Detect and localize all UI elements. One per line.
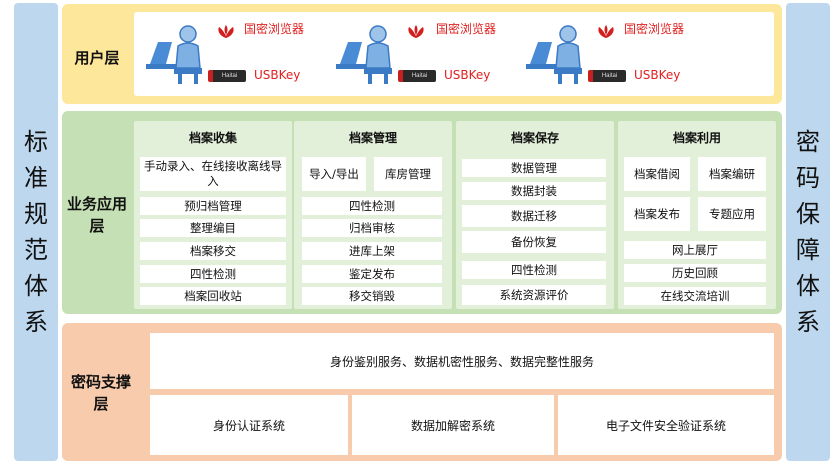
user-layer-title: 用户层 (74, 49, 120, 67)
user-at-computer-icon (146, 25, 202, 84)
panel-archive-management: 档案管理 导入/导出 库房管理 四性检测 归档审核 进库上架 鉴定发布 移交销毁 (294, 121, 452, 309)
pillar-char: 体 (796, 272, 820, 300)
module-import-export: 导入/导出 (302, 157, 366, 191)
module-data-migration: 数据迁移 (462, 205, 606, 227)
user-layer-content: 国密浏览器 Haitai USBKey 国密浏览器 Haitai USBKey (134, 12, 774, 96)
module-four-property-check: 四性检测 (140, 265, 286, 283)
module-manual-entry: 手动录入、在线接收离线导入 (140, 157, 286, 191)
user-at-computer-icon (526, 25, 582, 84)
pillar-char: 范 (24, 236, 48, 264)
usbkey-label: USBKey (444, 68, 491, 82)
module-cataloguing: 整理编目 (140, 219, 286, 237)
crypto-browser-logo-icon (598, 25, 614, 38)
e-document-verification-system: 电子文件安全验证系统 (558, 395, 774, 455)
usbkey-label: USBKey (634, 68, 681, 82)
client-1: 国密浏览器 Haitai USBKey (144, 16, 344, 96)
crypto-services: 身份鉴别服务、数据机密性服务、数据完整性服务 (150, 333, 774, 389)
panel-title: 档案保存 (510, 131, 559, 145)
module-appraisal-release: 鉴定发布 (302, 265, 442, 283)
pillar-char: 规 (24, 200, 48, 228)
identity-auth-system: 身份认证系统 (150, 395, 348, 455)
panel-archive-preservation: 档案保存 数据管理 数据封装 数据迁移 备份恢复 四性检测 系统资源评价 (456, 121, 614, 309)
pillar-char: 准 (24, 164, 48, 192)
panel-title: 档案管理 (348, 131, 397, 145)
browser-label: 国密浏览器 (244, 22, 305, 36)
crypto-assurance-pillar: 密码保障体系 (786, 3, 830, 461)
module-resource-evaluation: 系统资源评价 (462, 285, 606, 305)
module-data-encapsulation: 数据封装 (462, 182, 606, 200)
user-at-computer-icon (336, 25, 392, 84)
user-layer: 用户层 国密浏览器 Haitai USBKey (62, 4, 782, 104)
browser-label: 国密浏览器 (435, 22, 496, 36)
module-publishing: 档案发布 (624, 197, 690, 231)
module-archive-review: 归档审核 (302, 219, 442, 237)
pillar-char: 密 (796, 128, 820, 156)
module-transfer: 档案移交 (140, 242, 286, 260)
encryption-system: 数据加解密系统 (352, 395, 554, 455)
module-four-property-check: 四性检测 (462, 261, 606, 279)
module-shelving: 进库上架 (302, 242, 442, 260)
business-application-layer: 业务应用层 档案收集 手动录入、在线接收离线导入 预归档管理 整理编目 档案移交… (62, 111, 782, 314)
panel-title: 档案利用 (672, 131, 721, 145)
pillar-char: 体 (24, 272, 48, 300)
pillar-char: 障 (796, 236, 820, 264)
usbkey-device-icon: Haitai (208, 70, 246, 82)
module-online-training: 在线交流培训 (624, 287, 766, 305)
usbkey-device-icon: Haitai (588, 70, 626, 82)
crypto-layer-title-text: 密码支撑层 (70, 373, 131, 413)
module-transfer-destroy: 移交销毁 (302, 287, 442, 305)
module-borrowing: 档案借阅 (624, 157, 690, 191)
app-layer-title: 业务应用层 (64, 193, 130, 237)
module-compilation: 档案编研 (698, 157, 766, 191)
crypto-layer-title: 密码支撑层 (66, 371, 136, 415)
app-layer-title-text: 业务应用层 (67, 195, 128, 235)
pillar-char: 系 (24, 308, 48, 336)
panel-title: 档案收集 (188, 131, 237, 145)
usbkey-device-icon: Haitai (398, 70, 436, 82)
module-pre-archive: 预归档管理 (140, 197, 286, 215)
module-backup-restore: 备份恢复 (462, 231, 606, 253)
crypto-browser-logo-icon (218, 25, 234, 38)
panel-archive-collection: 档案收集 手动录入、在线接收离线导入 预归档管理 整理编目 档案移交 四性检测 … (134, 121, 292, 309)
pillar-char: 系 (796, 308, 820, 336)
crypto-support-layer: 密码支撑层 身份鉴别服务、数据机密性服务、数据完整性服务 身份认证系统 数据加解… (62, 323, 782, 461)
module-four-property-check: 四性检测 (302, 197, 442, 215)
pillar-char: 保 (796, 200, 820, 228)
client-3: 国密浏览器 Haitai USBKey (524, 16, 724, 96)
pillar-char: 码 (796, 164, 820, 192)
panel-archive-utilization: 档案利用 档案借阅 档案编研 档案发布 专题应用 网上展厅 历史回顾 在线交流培… (618, 121, 776, 309)
browser-label: 国密浏览器 (624, 22, 685, 36)
crypto-browser-logo-icon (408, 25, 424, 38)
module-online-exhibition: 网上展厅 (624, 241, 766, 259)
module-topic-application: 专题应用 (698, 197, 766, 231)
module-data-management: 数据管理 (462, 159, 606, 177)
module-recycle-bin: 档案回收站 (140, 287, 286, 305)
module-history-review: 历史回顾 (624, 264, 766, 282)
module-warehouse: 库房管理 (374, 157, 442, 191)
usbkey-label: USBKey (254, 68, 301, 82)
client-2: 国密浏览器 Haitai USBKey (334, 16, 534, 96)
standards-pillar: 标准规范体系 (14, 3, 58, 461)
pillar-char: 标 (24, 128, 48, 156)
